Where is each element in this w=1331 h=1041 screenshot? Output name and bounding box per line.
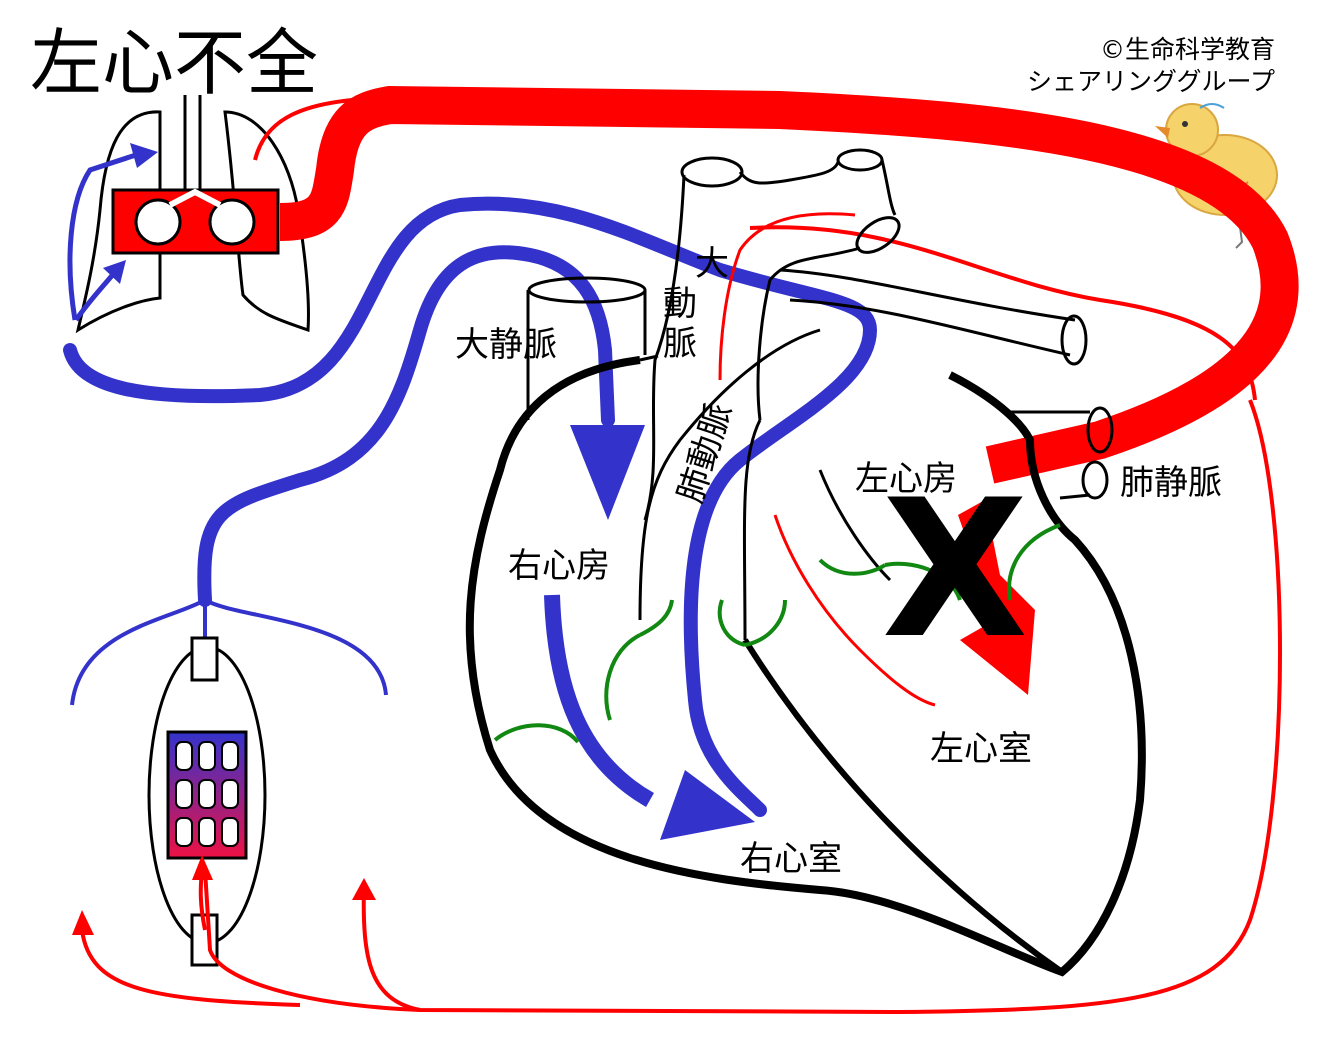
- label-right-atrium: 右心房: [508, 546, 610, 586]
- right-red-arrowhead: [352, 878, 376, 900]
- label-vena-cava: 大静脈: [455, 325, 557, 365]
- lung-blue-arrowhead-1: [130, 143, 158, 168]
- right-ventricle-arrowhead: [660, 770, 755, 840]
- heart-icon: [465, 148, 1146, 977]
- label-pulmonary-vein: 肺静脈: [1120, 463, 1222, 503]
- right-atrium-arrowhead: [570, 425, 645, 520]
- label-aorta-2: 動: [663, 284, 697, 324]
- tissue-red-arrowhead: [192, 855, 213, 880]
- right-ventricle-flow: [544, 594, 655, 807]
- lung-return-line: [253, 96, 386, 161]
- pulmonary-artery-to-lungs: [63, 196, 878, 817]
- lung-blue-arrow-2: [73, 270, 117, 322]
- pulmonary-vein-vessel: [279, 85, 1299, 484]
- vena-cava-return: [197, 245, 615, 607]
- credit-line-2: シェアリンググループ: [1027, 67, 1275, 96]
- page-title: 左心不全: [30, 21, 318, 105]
- left-red-arrowhead: [72, 910, 94, 935]
- label-aorta-3: 脈: [663, 324, 697, 364]
- label-right-ventricle: 右心室: [740, 839, 842, 879]
- alveolus-left: [134, 198, 182, 246]
- credit-line-1: ©生命科学教育: [1100, 35, 1275, 64]
- lung-blue-arrow-1: [67, 149, 146, 321]
- label-left-atrium: 左心房: [855, 459, 957, 499]
- left-atrium-arrow: [958, 500, 1035, 695]
- label-pulmonary-artery: 肺動脈: [671, 398, 741, 507]
- lung-blue-arrowhead-2: [103, 260, 126, 284]
- alveolus-right: [208, 198, 256, 246]
- block-x-icon: X: [882, 459, 1029, 680]
- label-aorta-1: 大: [695, 244, 729, 284]
- tissue-capillary-icon: [147, 636, 267, 967]
- label-left-ventricle: 左心室: [930, 729, 1032, 769]
- bronchus: [168, 188, 222, 208]
